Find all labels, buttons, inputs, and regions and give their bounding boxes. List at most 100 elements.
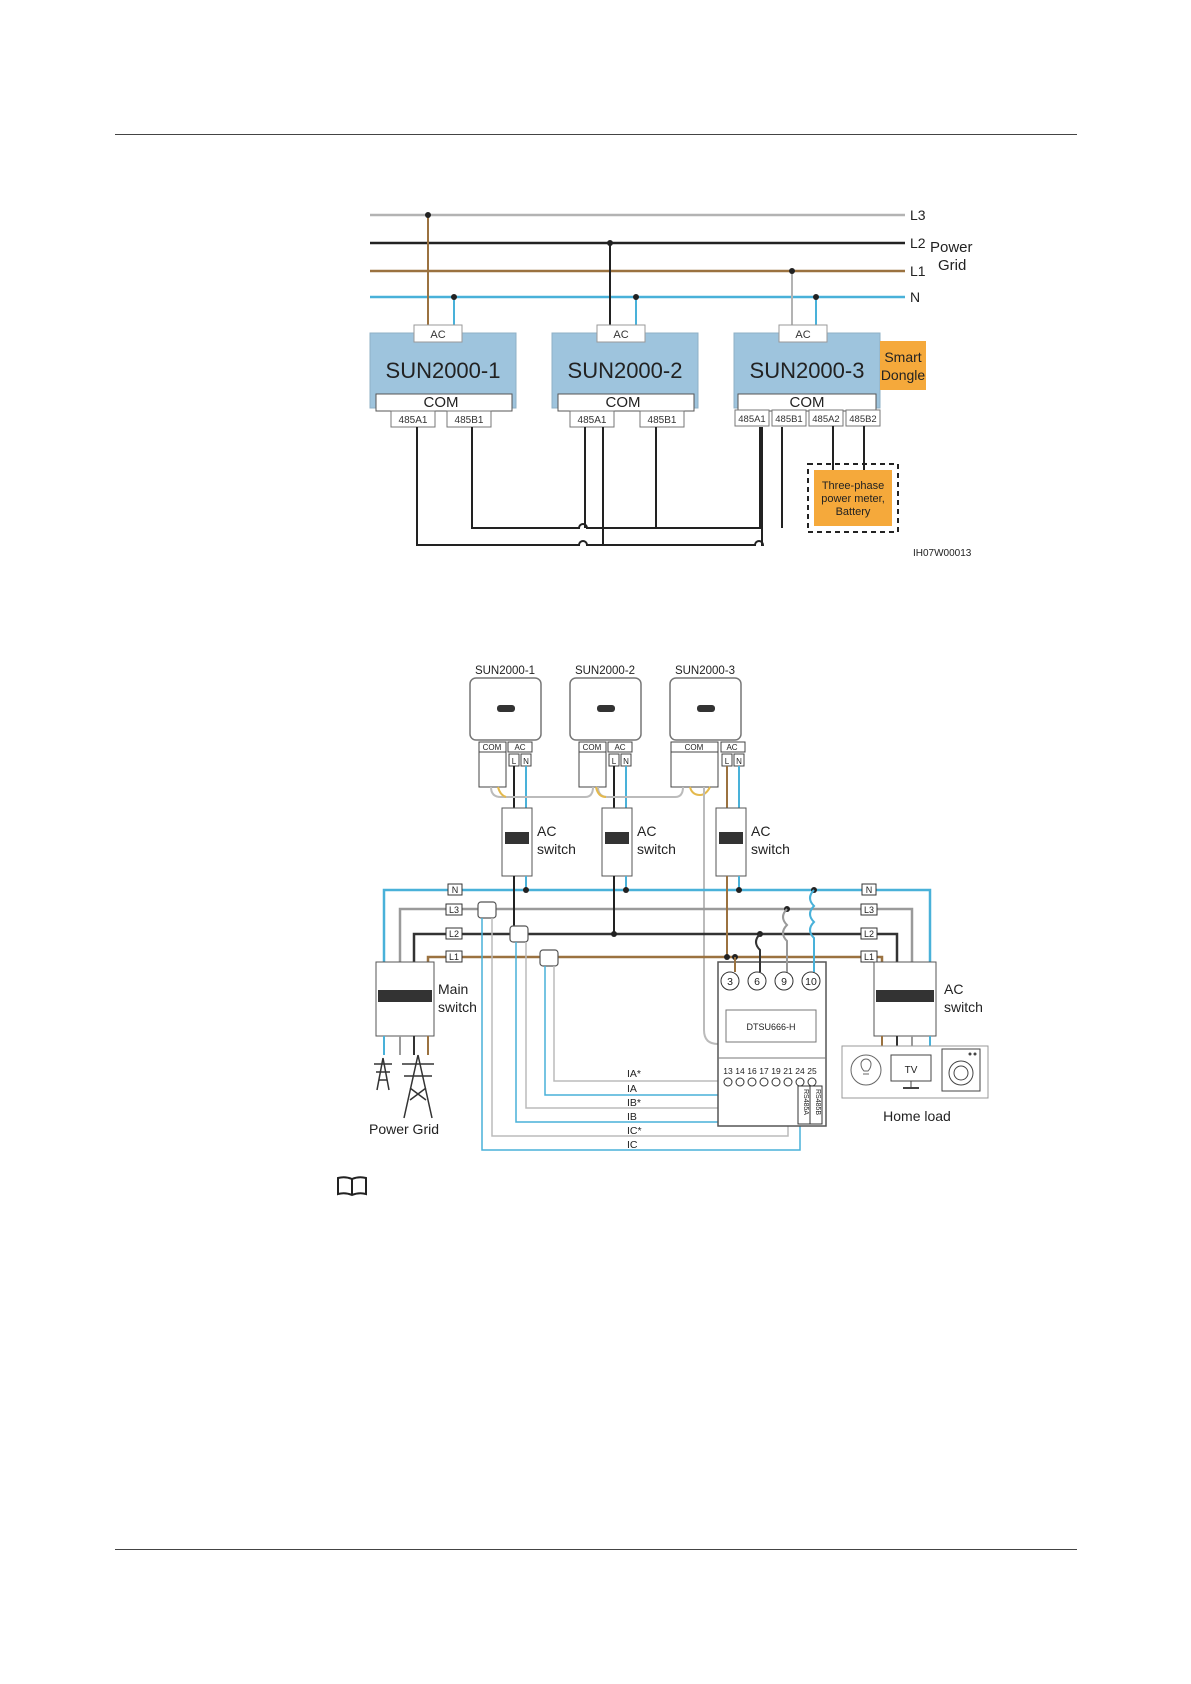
diagram-label: TV	[905, 1065, 918, 1076]
diagram-label: switch	[438, 999, 477, 1015]
ac-switch-3	[715, 807, 747, 877]
diagram-label: 485A1	[399, 415, 428, 426]
diagram-label: COM	[583, 743, 602, 752]
diagram-label: L	[725, 757, 730, 766]
diagram-label: AC	[514, 743, 525, 752]
bus-l2	[412, 932, 899, 962]
diagram-label: power meter,	[821, 493, 885, 505]
diagram-label: 17	[759, 1066, 769, 1076]
diagram-label: Three-phase	[822, 480, 884, 492]
diagram-label: AC	[537, 823, 556, 839]
power-grid-label-1: Power	[930, 239, 973, 256]
inv3-label: SUN2000-3	[675, 665, 735, 677]
diagram-label: Main	[438, 981, 468, 997]
diagram-label: DTSU666-H	[746, 1022, 795, 1032]
figure-id: IH07W00013	[913, 548, 972, 559]
label-n: N	[910, 289, 920, 305]
diagram-label: 19	[771, 1066, 781, 1076]
diagram-label: COM	[606, 394, 641, 411]
diagram-label: COM	[685, 743, 704, 752]
tv-icon	[890, 1054, 932, 1082]
diagram-label: AC	[637, 823, 656, 839]
diagram-label: 485A2	[812, 414, 839, 425]
diagram-label: L	[512, 757, 517, 766]
diagram-label: AC	[944, 981, 963, 997]
power-grid-label-2: Grid	[938, 257, 966, 274]
diagram-label: AC	[613, 329, 628, 341]
diagram-label: L	[612, 757, 617, 766]
diagram-label: L1	[449, 952, 459, 962]
label-l1: L1	[910, 263, 926, 279]
home-load: TV	[841, 1045, 989, 1099]
diagram-label: Power Grid	[369, 1121, 439, 1137]
diagram-label: switch	[637, 841, 676, 857]
smart-dongle	[880, 341, 926, 390]
bus-l3	[398, 907, 914, 962]
diagram-label: IB*	[627, 1097, 641, 1109]
bus-l1	[426, 955, 884, 962]
inv1-label: SUN2000-1	[475, 665, 535, 677]
power-tower-icon	[374, 1054, 434, 1119]
diagram-label: AC	[726, 743, 737, 752]
diagram-label: 21	[783, 1066, 793, 1076]
meter-battery-box	[814, 470, 892, 526]
book-icon	[337, 1176, 367, 1197]
diagram-label: Dongle	[881, 367, 926, 383]
diagram-label: AC	[795, 329, 810, 341]
diagram-label: IC*	[627, 1125, 642, 1137]
diagram-label: IB	[627, 1111, 637, 1123]
diagram-label: RS485A	[802, 1089, 809, 1115]
footer-rule	[115, 1549, 1077, 1550]
inverter-2-name: SUN2000-2	[568, 358, 683, 383]
diagram-label: 485B1	[775, 414, 802, 425]
diagram-label: 485B2	[849, 414, 876, 425]
diagram-label: 14	[735, 1066, 745, 1076]
inverter-1-name: SUN2000-1	[386, 358, 501, 383]
diagram-label: 13	[723, 1066, 733, 1076]
diagram-label: L3	[449, 905, 459, 915]
diagram-label: L1	[864, 952, 874, 962]
diagram-label: N	[523, 757, 529, 766]
diagram-label: Home load	[883, 1108, 951, 1124]
diagram-label: IA*	[627, 1068, 641, 1080]
header-rule	[115, 134, 1077, 135]
diagram-label: AC	[751, 823, 770, 839]
ac-switch-1	[501, 807, 533, 877]
label-l2: L2	[910, 235, 926, 251]
diagram-label: COM	[424, 394, 459, 411]
diagram-label: 485A1	[738, 414, 765, 425]
ac-switch-load	[873, 961, 937, 1037]
main-switch	[375, 961, 435, 1037]
diagram-label: IC	[627, 1139, 638, 1151]
diagram-label: 3	[727, 976, 733, 988]
diagram-label: switch	[537, 841, 576, 857]
diagram-label: 6	[754, 976, 760, 988]
diagram-label: L2	[864, 929, 874, 939]
diagram-label: L2	[449, 929, 459, 939]
diagram-label: Smart	[884, 349, 921, 365]
diagram-label: 9	[781, 976, 787, 988]
ac-switch-2	[601, 807, 633, 877]
label-l3: L3	[910, 207, 926, 223]
inverter-3-name: SUN2000-3	[750, 358, 865, 383]
bus-n	[382, 888, 932, 962]
lamp-icon	[850, 1054, 882, 1086]
washer-icon	[941, 1048, 981, 1092]
diagram-label: Battery	[836, 506, 871, 518]
diagram-label: IA	[627, 1083, 637, 1095]
diagram-label: 485B1	[455, 415, 484, 426]
rs485-cascade-diagram: L3 L2 L1 N Power Grid AC SUN2000-1 COM 4…	[369, 207, 973, 559]
diagram-label: COM	[483, 743, 502, 752]
diagram-label: AC	[614, 743, 625, 752]
diagram-label: 24	[795, 1066, 805, 1076]
diagram-label: switch	[751, 841, 790, 857]
diagram-label: 485A1	[578, 415, 607, 426]
diagram-label: N	[736, 757, 742, 766]
diagram-label: N	[452, 885, 459, 895]
diagram-label: N	[623, 757, 629, 766]
diagram-label: COM	[790, 394, 825, 411]
diagram-label: switch	[944, 999, 983, 1015]
diagram-label: 10	[805, 976, 817, 988]
